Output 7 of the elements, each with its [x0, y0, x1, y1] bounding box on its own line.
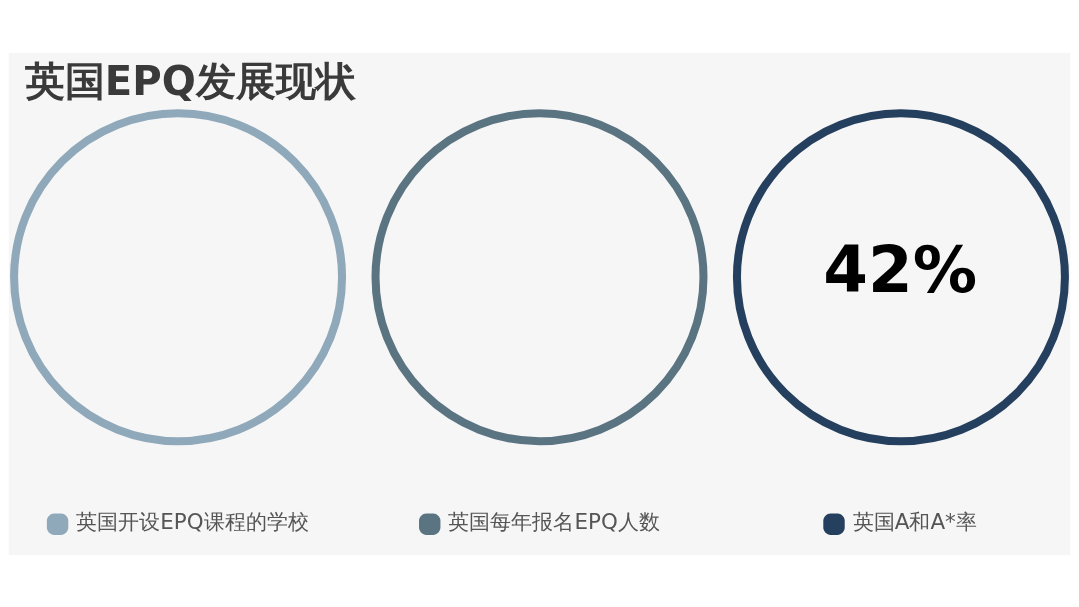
node-circle	[10, 108, 347, 445]
diagram-title: 英国EPQ发展现状	[24, 57, 356, 103]
node-circle	[371, 108, 708, 445]
legend-label: 英国开设EPQ课程的学校	[76, 508, 309, 534]
legend-label: 英国每年报名EPQ人数	[448, 508, 660, 534]
legend-label: 英国A和A*率	[852, 508, 977, 534]
node-circle: 42%	[732, 108, 1069, 445]
